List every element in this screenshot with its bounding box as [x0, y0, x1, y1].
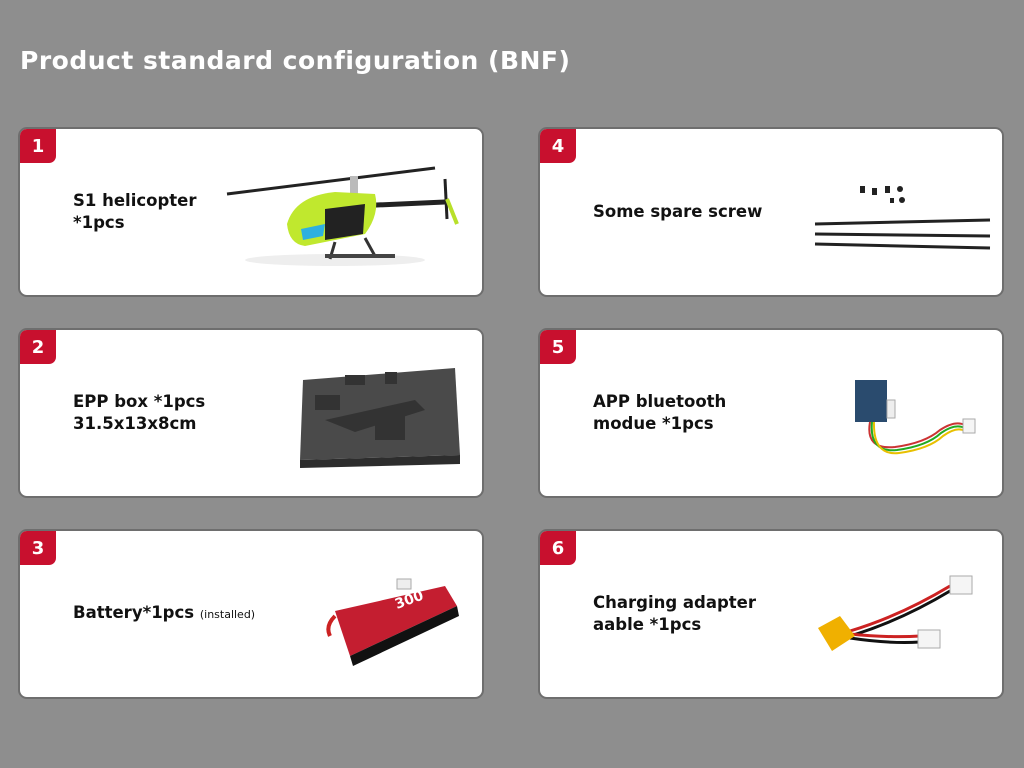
item-number-badge: 1	[20, 129, 56, 163]
item-dimensions: 31.5x13x8cm	[73, 414, 197, 433]
helicopter-icon	[226, 166, 459, 266]
item-number-badge: 6	[540, 531, 576, 565]
item-card-charging-adapter: 6 Charging adapter aable *1pcs	[538, 529, 1004, 699]
foam-box-icon	[300, 368, 460, 468]
item-card-spare-screws: 4 Some spare screw	[538, 127, 1004, 297]
item-label: Some spare screw	[593, 129, 762, 295]
item-name: Charging adapter	[593, 593, 757, 612]
page-title: Product standard configuration (BNF)	[20, 46, 571, 75]
item-label: APP bluetooth modue *1pcs	[593, 330, 726, 496]
item-card-epp-box: 2 EPP box *1pcs 31.5x13x8cm	[18, 328, 484, 498]
item-name: Some spare screw	[593, 202, 763, 221]
item-number-badge: 4	[540, 129, 576, 163]
item-quantity: modue *1pcs	[593, 414, 714, 433]
item-number-badge: 2	[20, 330, 56, 364]
item-number-badge: 3	[20, 531, 56, 565]
item-label: S1 helicopter *1pcs	[73, 129, 197, 295]
item-name: APP bluetooth	[593, 392, 727, 411]
charging-adapter-icon	[818, 575, 973, 651]
item-card-bluetooth-module: 5 APP bluetooth modue *1pcs	[538, 328, 1004, 498]
item-label: EPP box *1pcs 31.5x13x8cm	[73, 330, 205, 496]
item-card-helicopter: 1 S1 helicopter *1pcs	[18, 127, 484, 297]
item-label: Battery*1pcs (installed)	[73, 531, 255, 697]
item-quantity: *1pcs	[73, 213, 125, 232]
item-name: S1 helicopter	[73, 191, 197, 210]
bluetooth-module-icon	[855, 380, 976, 455]
item-quantity: aable *1pcs	[593, 615, 702, 634]
item-card-battery: 3 Battery*1pcs (installed) 300	[18, 529, 484, 699]
item-note: (installed)	[199, 608, 256, 621]
battery-icon: 300	[326, 578, 459, 666]
item-name: Battery*1pcs	[73, 603, 195, 622]
item-number-badge: 5	[540, 330, 576, 364]
screws-and-ties-icon	[814, 186, 991, 250]
item-label: Charging adapter aable *1pcs	[593, 531, 756, 697]
item-name: EPP box *1pcs	[73, 392, 206, 411]
